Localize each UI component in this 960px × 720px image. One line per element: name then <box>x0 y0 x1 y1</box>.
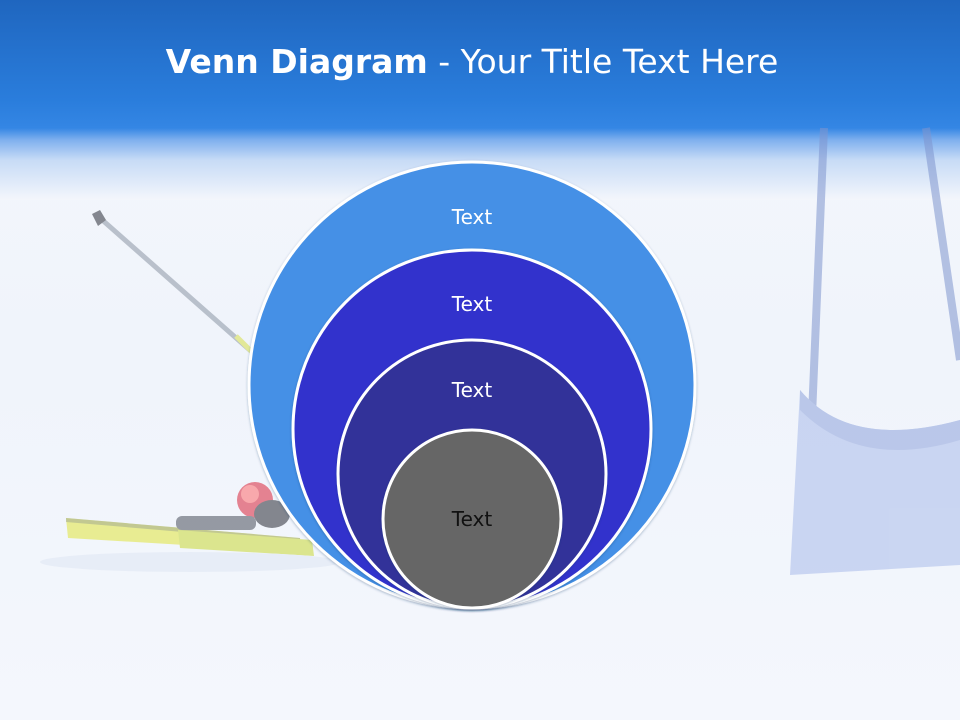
venn-ring-outer-label: Text <box>451 205 493 229</box>
venn-ring-second-label: Text <box>451 292 493 316</box>
venn-ring-third-label: Text <box>451 378 493 402</box>
venn-ring-inner <box>381 428 563 610</box>
slide-title-rest: - Your Title Text Here <box>427 42 779 81</box>
venn-ring-inner-label: Text <box>451 507 493 531</box>
slide-title: Venn Diagram - Your Title Text Here <box>0 40 944 84</box>
slide-title-strong: Venn Diagram <box>165 42 428 81</box>
